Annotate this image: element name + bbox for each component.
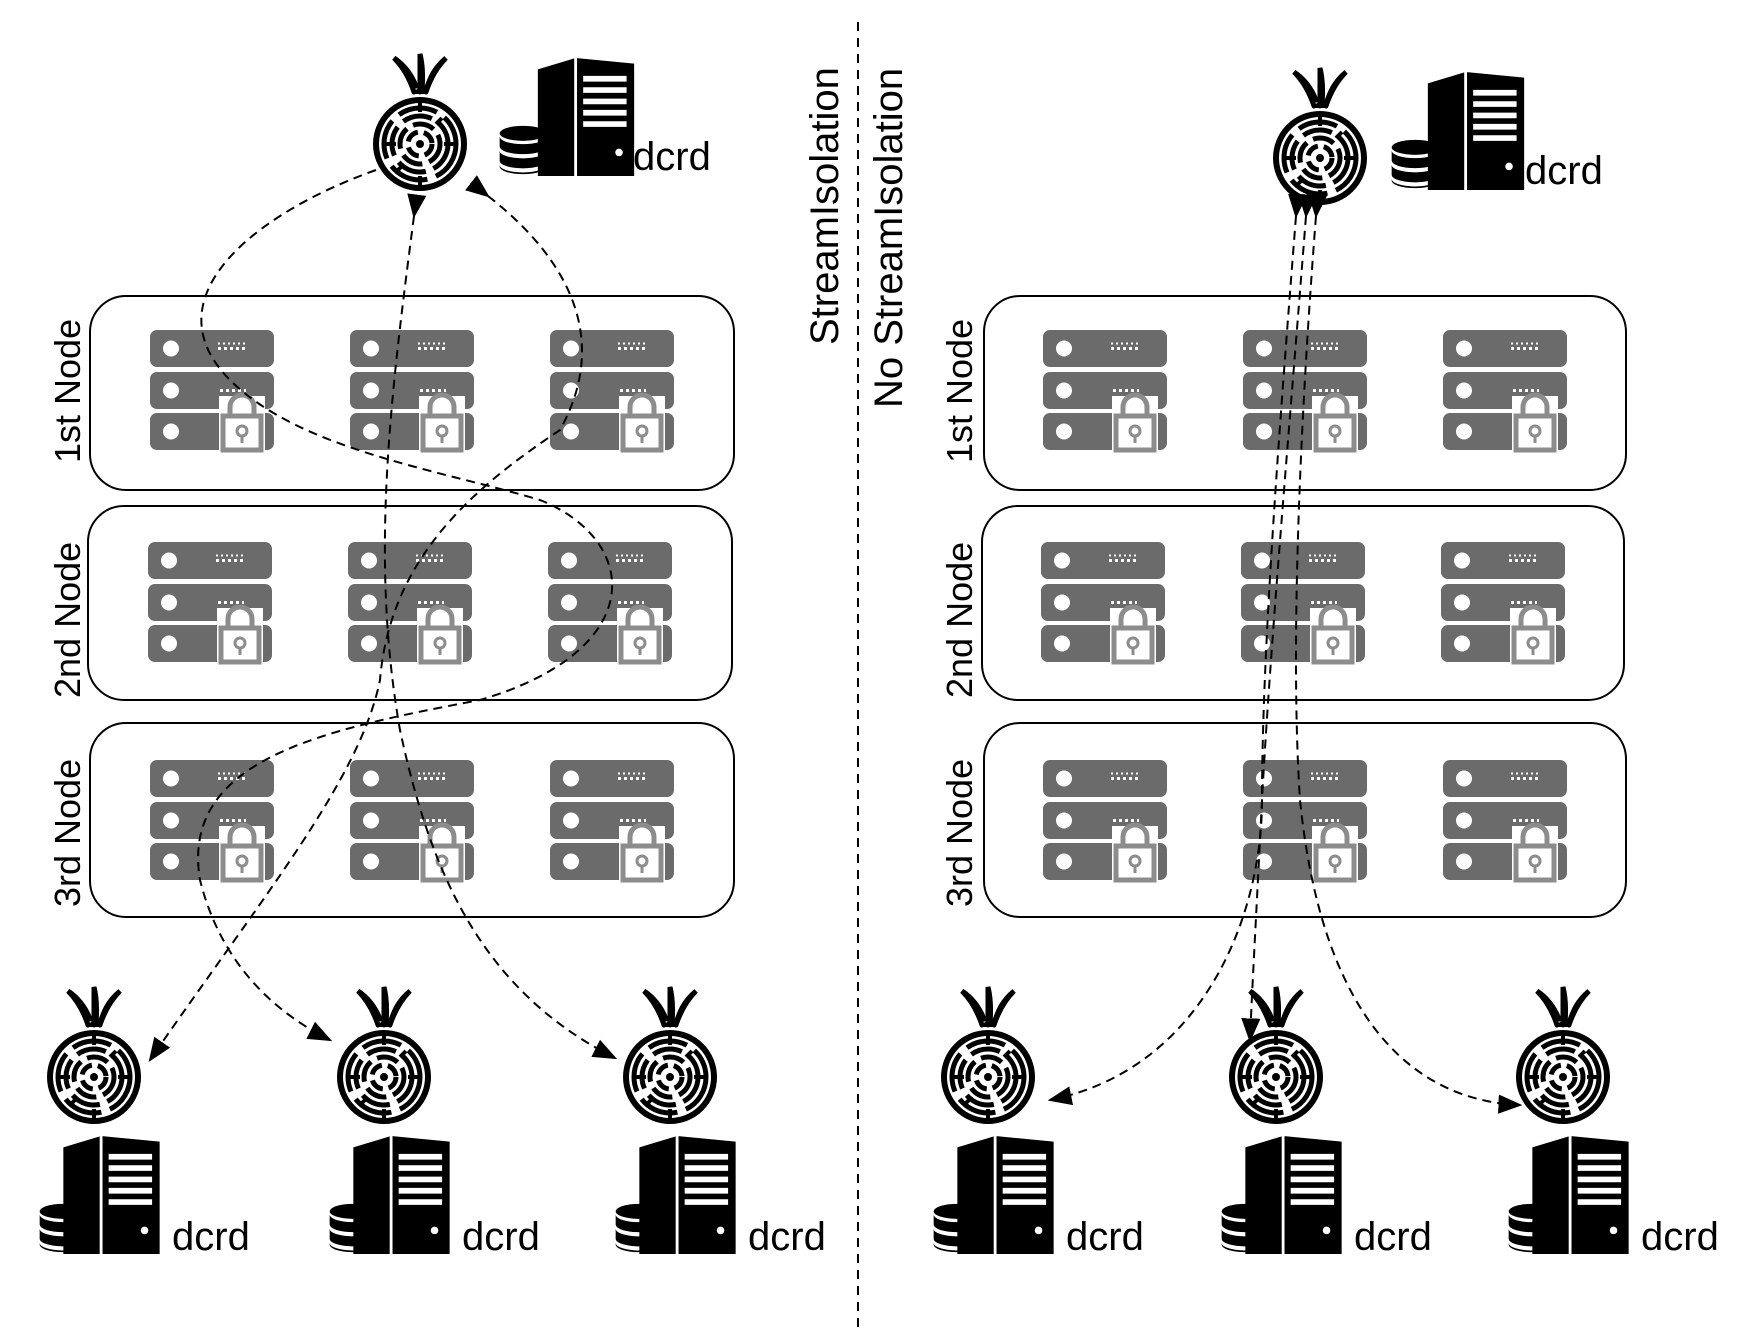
server-lock-icon [1043, 330, 1167, 454]
node-row-2nd: 2nd Node [939, 505, 1625, 701]
server-lock-icon [550, 760, 674, 884]
server-lock-icon [550, 330, 674, 454]
host-label: dcrd [633, 135, 711, 179]
host-label: dcrd [1641, 1215, 1719, 1259]
panel-no-stream-isolation: dcrd 1st Node 2nd Node 3rd Node [933, 68, 1719, 1259]
tor-onion-icon [50, 987, 138, 1121]
host-label: dcrd [1525, 149, 1603, 193]
server-lock-icon [1041, 542, 1165, 666]
destination-host-2: dcrd [1221, 987, 1432, 1259]
node-row-label: 2nd Node [939, 542, 980, 698]
server-tower-icon [538, 58, 634, 176]
tor-onion-icon [944, 987, 1032, 1121]
server-lock-icon [1443, 330, 1567, 454]
server-lock-icon [350, 330, 474, 454]
destination-host-3: dcrd [615, 987, 826, 1259]
panel-caption-stream-isolation: StreamIsolation [803, 67, 847, 345]
host-label: dcrd [1354, 1215, 1432, 1259]
tor-onion-icon [1519, 987, 1607, 1121]
node-row-1st: 1st Node [47, 295, 735, 491]
node-row-label: 1st Node [47, 319, 88, 463]
panel-caption-no-stream-isolation: No StreamIsolation [867, 68, 911, 408]
circuit-path [1241, 193, 1318, 1043]
server-tower-icon [1428, 72, 1524, 190]
node-row-3rd: 3rd Node [47, 722, 735, 918]
node-row-3rd: 3rd Node [939, 722, 1627, 918]
server-lock-icon [1241, 542, 1365, 666]
tor-onion-icon [1232, 987, 1320, 1121]
node-row-2nd: 2nd Node [47, 505, 733, 701]
server-lock-icon [350, 760, 474, 884]
server-lock-icon [150, 330, 274, 454]
tor-onion-icon [376, 54, 464, 188]
destination-host-2: dcrd [329, 987, 540, 1259]
circuit-path [1294, 193, 1523, 1114]
node-row-label: 3rd Node [47, 759, 88, 907]
host-label: dcrd [462, 1215, 540, 1259]
server-lock-icon [1441, 542, 1565, 666]
tor-onion-icon [1276, 68, 1364, 202]
source-host: dcrd [1276, 68, 1603, 202]
node-row-label: 1st Node [939, 319, 980, 463]
node-row-label: 3rd Node [939, 759, 980, 907]
panel-stream-isolation: dcrd 1st Node 2nd Node 3rd Node [39, 54, 826, 1259]
host-label: dcrd [748, 1215, 826, 1259]
host-label: dcrd [172, 1215, 250, 1259]
server-lock-icon [348, 542, 472, 666]
server-lock-icon [148, 542, 272, 666]
tor-onion-icon [626, 987, 714, 1121]
server-lock-icon [1043, 760, 1167, 884]
node-row-1st: 1st Node [939, 295, 1627, 491]
host-label: dcrd [1066, 1215, 1144, 1259]
tor-onion-icon [340, 987, 428, 1121]
node-row-label: 2nd Node [47, 542, 88, 698]
source-host: dcrd [376, 54, 711, 188]
server-lock-icon [1443, 760, 1567, 884]
server-lock-icon [150, 760, 274, 884]
circuit-path [383, 193, 618, 1060]
destination-host-1: dcrd [933, 987, 1144, 1259]
destination-host-3: dcrd [1508, 987, 1719, 1259]
server-lock-icon [1243, 330, 1367, 454]
destination-host-1: dcrd [39, 987, 250, 1259]
